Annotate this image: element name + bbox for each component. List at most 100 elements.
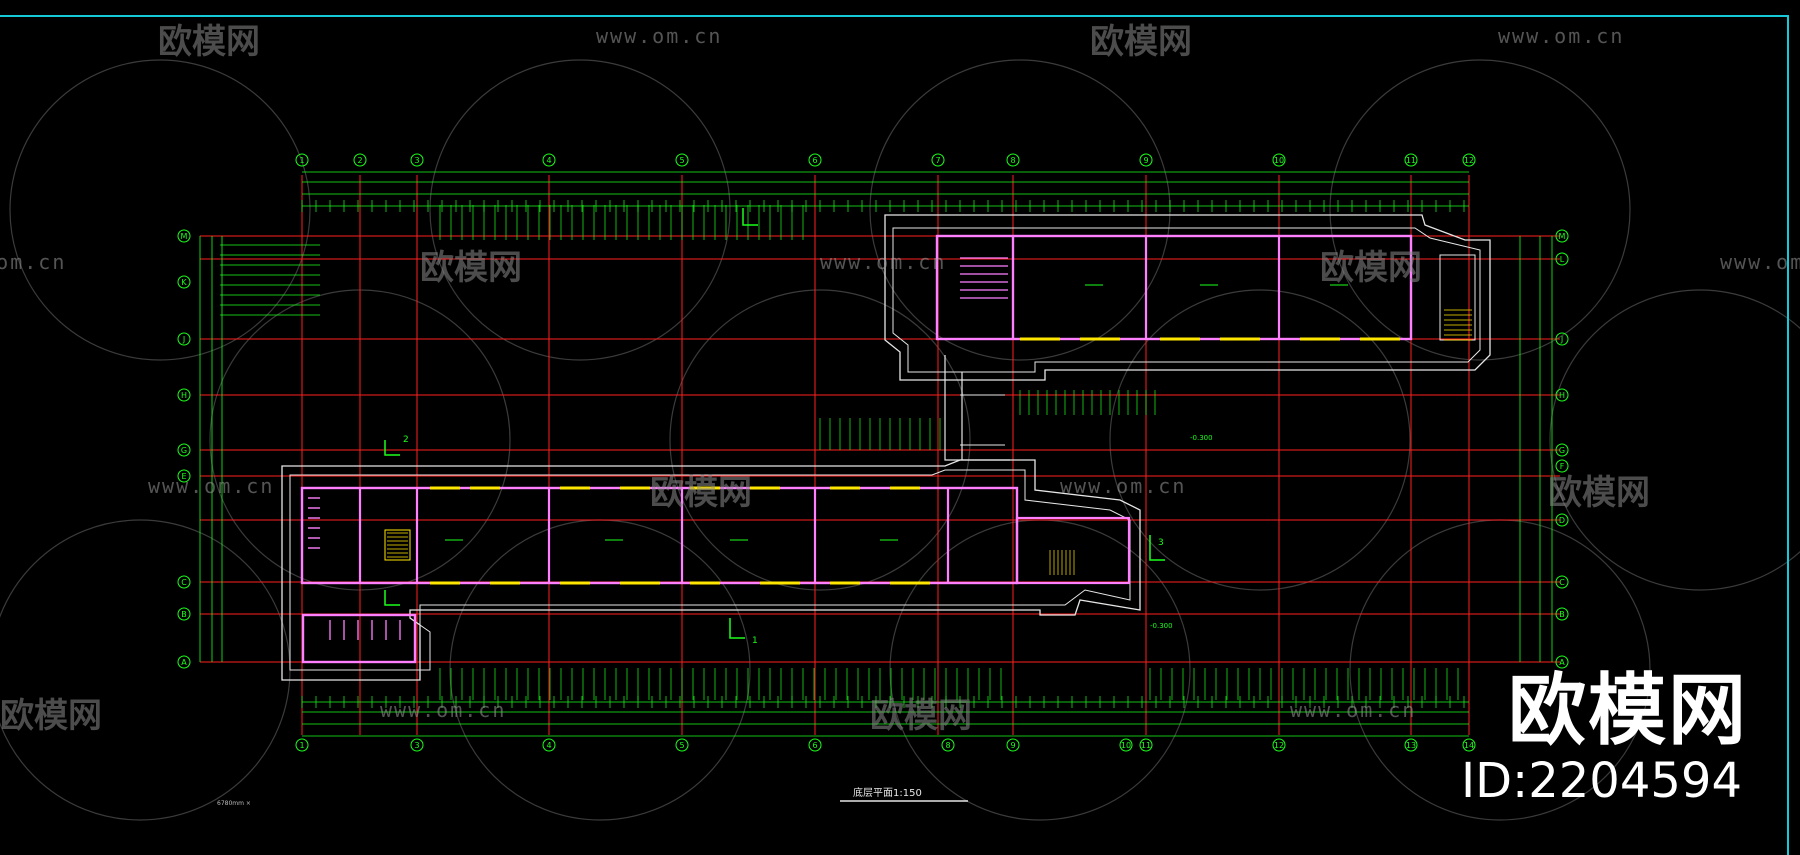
axis-bubble-right-text: M xyxy=(1559,232,1566,241)
axis-bubble-bottom xyxy=(410,738,424,752)
building-outline-upper-inner xyxy=(892,227,1481,373)
axis-bubble-right xyxy=(1555,332,1569,346)
axis-bubble-right xyxy=(1555,513,1569,527)
axis-bubble-top xyxy=(808,153,822,167)
axis-bubble-left xyxy=(177,275,191,289)
drawing-title: 底层平面 xyxy=(853,786,893,799)
axis-bubble-right-text: F xyxy=(1560,462,1565,471)
axis-bubble-bottom-text: 13 xyxy=(1406,741,1416,750)
axis-bubble-left-text: H xyxy=(181,391,187,400)
axis-bubble-right xyxy=(1555,607,1569,621)
watermark-circle xyxy=(669,289,971,591)
corridor-connector xyxy=(944,355,1010,461)
axis-bubble-top-text: 1 xyxy=(299,156,304,165)
section-mark-1: 1 xyxy=(729,208,758,646)
corridor-connector xyxy=(945,379,1005,446)
axis-bubble-bottom xyxy=(675,738,689,752)
axis-bubble-right xyxy=(1555,388,1569,402)
axis-bubble-left xyxy=(177,575,191,589)
axis-bubble-bottom xyxy=(1404,738,1418,752)
wall-lower-left-block xyxy=(301,613,417,664)
stair-lower-left xyxy=(384,529,411,561)
axis-bubble-top xyxy=(1404,153,1418,167)
axis-bubble-right-text: H xyxy=(1559,391,1565,400)
dimension-lines xyxy=(199,171,1553,737)
axis-bubble-top xyxy=(675,153,689,167)
wall-right-annex xyxy=(1015,516,1131,585)
axis-bubble-left xyxy=(177,655,191,669)
axis-bubble-right-text: A xyxy=(1559,658,1565,667)
axis-bubble-right xyxy=(1555,229,1569,243)
building-outline-upper xyxy=(884,214,1491,381)
level-mark: -0.300 xyxy=(1150,622,1173,630)
axis-bubble-bottom-text: 12 xyxy=(1274,741,1284,750)
axis-bubble-right-text: L xyxy=(1560,255,1565,264)
axis-bubble-bottom-text: 9 xyxy=(1010,741,1015,750)
axis-bubble-bottom xyxy=(1462,738,1476,752)
axis-bubble-left-text: M xyxy=(181,232,188,241)
drawing-scale: 1:150 xyxy=(893,788,922,799)
axis-bubble-top xyxy=(1006,153,1020,167)
axis-bubble-right xyxy=(1555,443,1569,457)
axis-bubble-top-text: 8 xyxy=(1010,156,1015,165)
axis-bubble-left-text: C xyxy=(181,578,187,587)
axis-bubble-left xyxy=(177,607,191,621)
watermark-circle xyxy=(869,59,1171,361)
axis-bubble-top xyxy=(1462,153,1476,167)
axis-bubble-bottom xyxy=(808,738,822,752)
building-outline-lower-inner xyxy=(289,469,1131,671)
axis-bubble-bottom-text: 11 xyxy=(1141,741,1151,750)
axis-bubble-top xyxy=(1139,153,1153,167)
axis-bubble-bottom xyxy=(1139,738,1153,752)
watermark-circle xyxy=(1109,289,1411,591)
watermark-circle xyxy=(0,519,291,821)
axis-bubble-top-text: 10 xyxy=(1274,156,1284,165)
axis-bubble-bottom xyxy=(1272,738,1286,752)
axis-bubble-top-text: 6 xyxy=(812,156,817,165)
axis-bubble-right-text: D xyxy=(1559,516,1565,525)
axis-bubble-right-text: G xyxy=(1559,446,1565,455)
section-mark-3: 3 xyxy=(1149,535,1165,561)
drawing-note: 6780mm × xyxy=(217,800,251,807)
axis-bubble-top-text: 11 xyxy=(1406,156,1416,165)
axis-bubble-bottom xyxy=(295,738,309,752)
level-mark: -0.300 xyxy=(1190,434,1213,442)
axis-bubble-top-text: 9 xyxy=(1143,156,1148,165)
axis-bubble-bottom-text: 4 xyxy=(546,741,551,750)
wall-upper-block xyxy=(935,234,1413,341)
axis-bubble-right xyxy=(1555,655,1569,669)
section-label: 3 xyxy=(1158,538,1164,548)
axis-bubble-bottom xyxy=(941,738,955,752)
axis-bubble-top xyxy=(542,153,556,167)
watermark-circle xyxy=(1549,289,1800,591)
axis-bubble-left-text: G xyxy=(181,446,187,455)
axis-bubble-bottom xyxy=(1006,738,1020,752)
brand-id: ID:2204594 xyxy=(1460,753,1742,809)
axis-bubble-left-text: E xyxy=(181,472,186,481)
axis-bubble-top-text: 5 xyxy=(679,156,684,165)
building-outline-lower xyxy=(281,459,1141,681)
axis-bubble-bottom xyxy=(1119,738,1133,752)
axis-bubble-left-text: J xyxy=(182,335,185,344)
section-label: 1 xyxy=(752,636,758,646)
axis-bubble-bottom-text: 8 xyxy=(945,741,950,750)
axis-bubble-right-text: B xyxy=(1559,610,1565,619)
axis-bubble-bottom-text: 1 xyxy=(299,741,304,750)
axis-bubble-left-text: K xyxy=(181,278,187,287)
axis-bubble-left-text: B xyxy=(181,610,187,619)
axis-bubble-right xyxy=(1555,252,1569,266)
axis-bubble-bottom xyxy=(542,738,556,752)
axis-bubble-top xyxy=(410,153,424,167)
axis-bubble-left xyxy=(177,332,191,346)
axis-grid xyxy=(200,175,1560,735)
drawing-frame xyxy=(0,15,1789,855)
axis-bubble-top-text: 7 xyxy=(935,156,940,165)
axis-bubble-top-text: 4 xyxy=(546,156,551,165)
axis-bubble-left xyxy=(177,388,191,402)
axis-bubble-bottom-text: 5 xyxy=(679,741,684,750)
stair-upper-right xyxy=(1439,254,1476,341)
axis-bubble-bottom-text: 14 xyxy=(1464,741,1474,750)
watermark-circle xyxy=(429,59,731,361)
